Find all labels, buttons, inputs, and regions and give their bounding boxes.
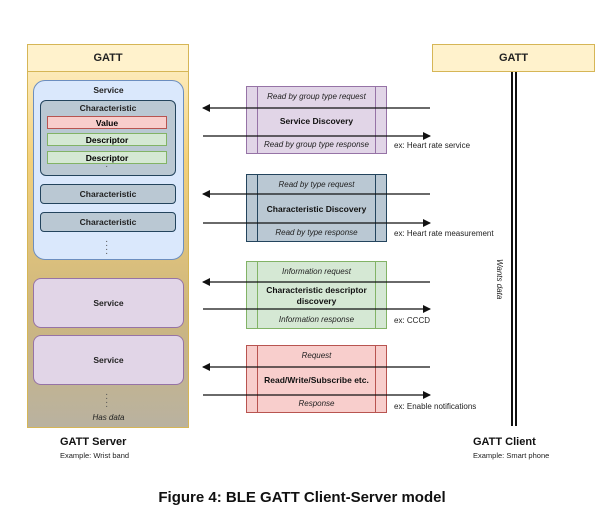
example-heart-rate-measurement: ex: Heart rate measurement [394, 229, 494, 238]
descriptor-box-1: Descriptor [47, 133, 167, 146]
has-data-label: Has data [92, 413, 125, 422]
characteristic-discovery-title: Characteristic Discovery [266, 204, 367, 214]
service-discovery-title: Service Discovery [279, 116, 354, 126]
client-lifeline-left [511, 72, 513, 426]
example-heart-rate-service: ex: Heart rate service [394, 141, 471, 150]
read-write-response: Response [298, 399, 335, 408]
service-block-2: Service [33, 278, 184, 328]
characteristic-box-2: Characteristic [40, 184, 176, 204]
descriptor-discovery-request: Information request [282, 267, 351, 276]
service-label-3: Service [93, 355, 124, 365]
example-enable-notifications: ex: Enable notifications [394, 402, 477, 411]
characteristic-label: Characteristic [79, 103, 137, 113]
server-caption-sub: Example: Wrist band [60, 451, 130, 460]
descriptor-discovery-title: Characteristic descriptor discovery [266, 285, 367, 306]
service-label-2: Service [93, 298, 124, 308]
value-box: Value [47, 116, 167, 129]
read-write-title: Read/Write/Subscribe etc. [264, 375, 369, 385]
characteristic-discovery-request: Read by type request [278, 180, 355, 189]
characteristic-discovery-procedure: Read by type request Characteristic Disc… [246, 174, 387, 242]
read-write-request: Request [301, 351, 332, 360]
client-lifeline-right [515, 72, 517, 426]
descriptor-more-dots: · [105, 161, 109, 172]
service-block-3: Service [33, 335, 184, 385]
server-caption-title: GATT Server [60, 436, 127, 448]
client-caption-sub: Example: Smart phone [473, 451, 550, 460]
characteristic-more-dots: ···· [105, 236, 109, 259]
characteristic-box-3: Characteristic [40, 212, 176, 232]
server-gatt-header: GATT [27, 44, 189, 72]
service-discovery-procedure: Read by group type request Service Disco… [246, 86, 387, 154]
service-discovery-response: Read by group type response [264, 140, 369, 149]
descriptor-discovery-procedure: Information request Characteristic descr… [246, 261, 387, 329]
service-more-dots: ···· [105, 389, 109, 412]
service-label: Service [93, 85, 124, 95]
descriptor-box-2: Descriptor [47, 151, 167, 164]
descriptor-discovery-response: Information response [278, 315, 355, 324]
client-caption-title: GATT Client [473, 436, 536, 448]
characteristic-discovery-response: Read by type response [275, 228, 358, 237]
figure-caption: Figure 4: BLE GATT Client-Server model [158, 489, 446, 506]
service-discovery-request: Read by group type request [267, 92, 366, 101]
example-cccd: ex: CCCD [394, 316, 431, 325]
client-gatt-header: GATT [432, 44, 595, 72]
read-write-procedure: Request Read/Write/Subscribe etc. Respon… [246, 345, 387, 413]
